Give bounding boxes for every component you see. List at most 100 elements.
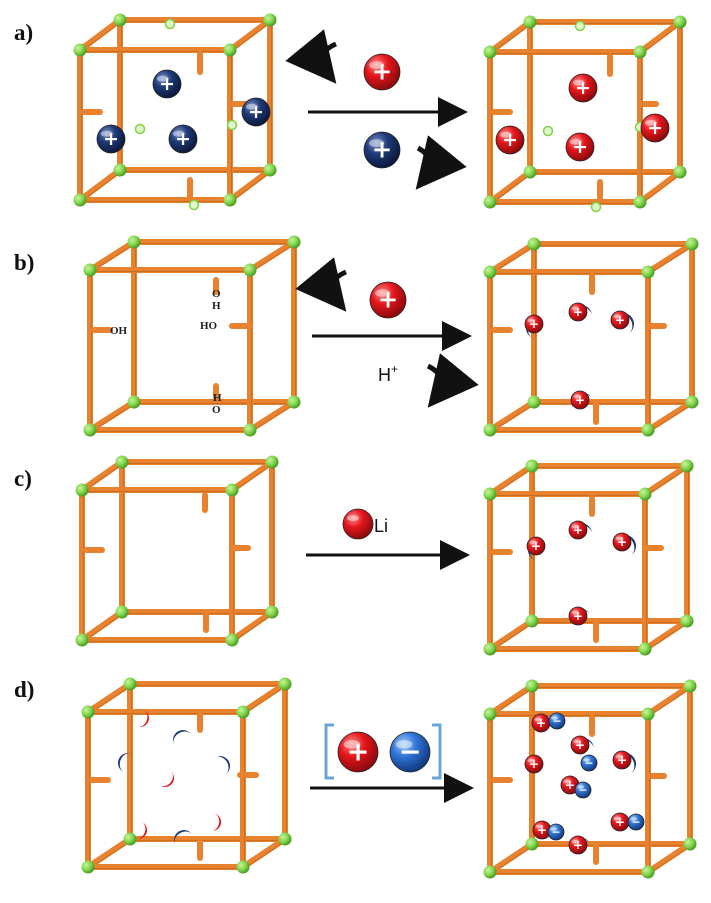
framework-rod-shade: [641, 23, 682, 54]
framework-rod: [642, 463, 690, 497]
framework-rod: [645, 241, 695, 275]
metal-node: [81, 705, 95, 719]
red-cation: +: [568, 73, 598, 103]
framework-rod: [487, 241, 537, 275]
anion: −: [574, 781, 592, 799]
framework-rod: [79, 609, 125, 643]
metal-node: [483, 707, 497, 721]
ion-pair-cation: +: [568, 520, 588, 540]
metal-node: [127, 395, 141, 409]
framework-rod-shade: [646, 622, 689, 651]
cation: +: [610, 812, 630, 832]
ion-sign: +: [372, 57, 392, 86]
metal-node: [73, 193, 87, 207]
anion-site-red: [159, 771, 174, 787]
cube-d-left: [81, 677, 292, 874]
metal-node: [236, 705, 250, 719]
ion-sign: −: [552, 714, 561, 727]
ion-sign: +: [615, 815, 625, 829]
metal-node: [525, 459, 539, 473]
framework-rod-shade: [81, 21, 122, 52]
ion-pair-cation: +: [526, 536, 546, 556]
framework-rod-shade: [233, 463, 274, 492]
cube-c-right: [483, 459, 694, 656]
framework-rod-shade: [83, 463, 124, 492]
framework-rod-shade: [491, 622, 534, 651]
navy-cation: +: [96, 124, 126, 154]
anion-site-red: [134, 821, 147, 839]
framework-rod: [87, 399, 137, 433]
cation: +: [532, 820, 552, 840]
framework-rod-shade: [83, 613, 124, 642]
ion-sign: −: [551, 825, 560, 838]
anion-site-navy: [118, 753, 132, 773]
metal-node: [113, 13, 127, 27]
ion-sign: +: [572, 136, 588, 158]
framework-rod-shade: [244, 685, 287, 714]
cube-b-left: [83, 235, 301, 437]
metal-node: [638, 642, 652, 656]
lithium-sphere: [342, 508, 374, 540]
metal-node: [287, 395, 301, 409]
framework-rod: [85, 836, 133, 870]
ion-sign: +: [529, 317, 539, 331]
cube-a-left: [73, 13, 277, 211]
framework-rod: [487, 841, 535, 875]
group-o-top: O: [212, 288, 221, 300]
ion-sign: +: [573, 609, 583, 623]
ion-pair-cation: +: [568, 835, 588, 855]
framework-rod: [227, 17, 273, 53]
framework-rod: [487, 19, 533, 55]
metal-node: [683, 837, 697, 851]
ion-pair-cation: +: [568, 606, 588, 626]
framework-rod-shade: [491, 467, 534, 496]
framework-rod: [227, 167, 273, 203]
ion-sign: +: [347, 736, 370, 767]
metal-node: [263, 13, 277, 27]
cation: +: [524, 754, 544, 774]
hydroxyl-groups: O H HO OH H O: [110, 288, 222, 416]
ion-sign: +: [647, 117, 663, 139]
ion-pair-cation: +: [570, 390, 590, 410]
ion-sign: −: [584, 756, 593, 769]
metal-node: [265, 455, 279, 469]
cube-frameworks: [73, 13, 699, 879]
cube-c-left: [75, 455, 279, 647]
framework-rod: [645, 683, 693, 717]
metal-node: [127, 235, 141, 249]
ion-sign: +: [573, 838, 583, 852]
framework-rod-shade: [91, 243, 136, 272]
ion-pair-cation: +: [610, 310, 630, 330]
open-site-node: [134, 123, 146, 135]
cube-a-right: [483, 15, 687, 213]
metal-node: [115, 455, 129, 469]
ion-sign: +: [573, 305, 583, 319]
metal-node: [685, 237, 699, 251]
bracket-right: [432, 723, 442, 780]
metal-node: [73, 43, 87, 57]
metal-node: [673, 165, 687, 179]
metal-node: [641, 265, 655, 279]
framework-rod: [77, 167, 123, 203]
framework-rod-shade: [251, 403, 296, 432]
framework-rod: [247, 399, 297, 433]
framework-rod: [487, 683, 535, 717]
ion-pair-cation: +: [612, 532, 632, 552]
framework-rod-shade: [251, 243, 296, 272]
red-cation: +: [565, 132, 595, 162]
curved-arrow-out-a: [415, 135, 467, 190]
panel-label-a: a): [14, 20, 33, 45]
metal-node: [83, 263, 97, 277]
ion-sign: +: [573, 523, 583, 537]
ion-sign: +: [615, 313, 625, 327]
framework-rod-shade: [231, 21, 272, 52]
framework-rod: [637, 19, 683, 55]
ion-sign: +: [537, 823, 547, 837]
group-h-bottom: H: [213, 392, 222, 404]
reagent-cation-in-b: +: [369, 281, 407, 319]
framework-rod-shade: [649, 403, 694, 432]
metal-node: [633, 195, 647, 209]
ion-pair-cation: +: [524, 314, 544, 334]
metal-node: [483, 423, 497, 437]
